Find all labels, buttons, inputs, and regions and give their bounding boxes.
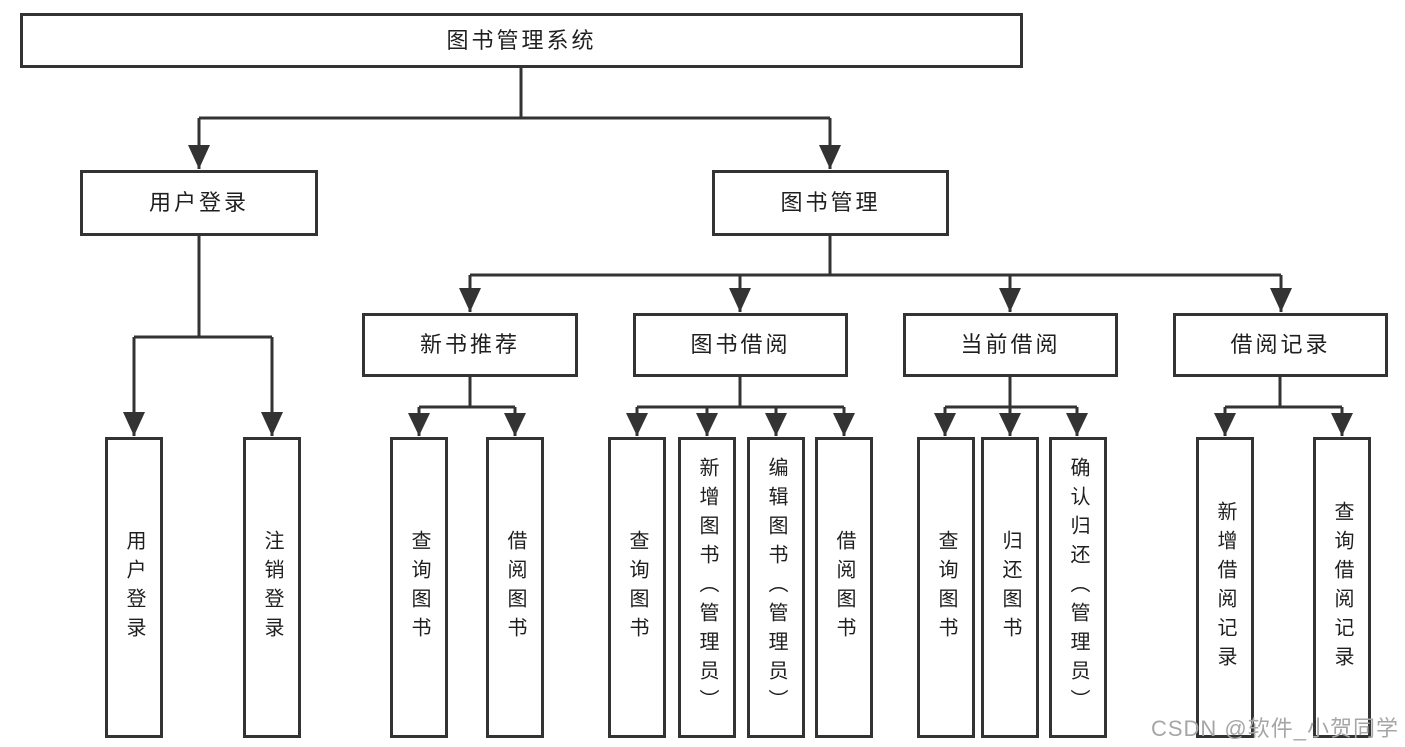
leaf-add-book-admin: 新增图书（管理员） xyxy=(678,437,736,738)
leaf-user-login: 用户登录 xyxy=(105,437,163,738)
leaf-logout: 注销登录 xyxy=(243,437,301,738)
leaf-query-book-1: 查询图书 xyxy=(390,437,448,738)
node-borrow-record: 借阅记录 xyxy=(1173,313,1388,377)
connector-root xyxy=(188,68,841,169)
leaf-add-borrow-record: 新增借阅记录 xyxy=(1196,437,1254,738)
connector-book-mgmt xyxy=(459,236,1292,312)
leaf-query-borrow-record: 查询借阅记录 xyxy=(1313,437,1371,738)
node-current-borrow: 当前借阅 xyxy=(903,313,1118,377)
csdn-watermark: CSDN @软件_小贺同学 xyxy=(1150,716,1399,741)
leaf-query-book-3: 查询图书 xyxy=(917,437,975,738)
leaf-query-book-2: 查询图书 xyxy=(608,437,666,738)
connector-borrow-record xyxy=(1214,377,1353,436)
connector-book-borrow xyxy=(626,377,855,436)
leaf-borrow-book-2: 借阅图书 xyxy=(815,437,873,738)
leaf-confirm-return-admin: 确认归还（管理员） xyxy=(1049,437,1107,738)
node-user-login: 用户登录 xyxy=(80,170,318,236)
node-book-management: 图书管理 xyxy=(712,170,949,236)
connector-new-book xyxy=(408,377,526,436)
leaf-borrow-book-1: 借阅图书 xyxy=(486,437,544,738)
leaf-return-book: 归还图书 xyxy=(981,437,1039,738)
node-new-book-recommend: 新书推荐 xyxy=(362,313,578,377)
leaf-edit-book-admin: 编辑图书（管理员） xyxy=(747,437,805,738)
node-system-root: 图书管理系统 xyxy=(20,13,1023,68)
node-book-borrow: 图书借阅 xyxy=(633,313,848,377)
connector-user-login xyxy=(123,236,283,436)
connector-current-borrow xyxy=(934,377,1088,436)
